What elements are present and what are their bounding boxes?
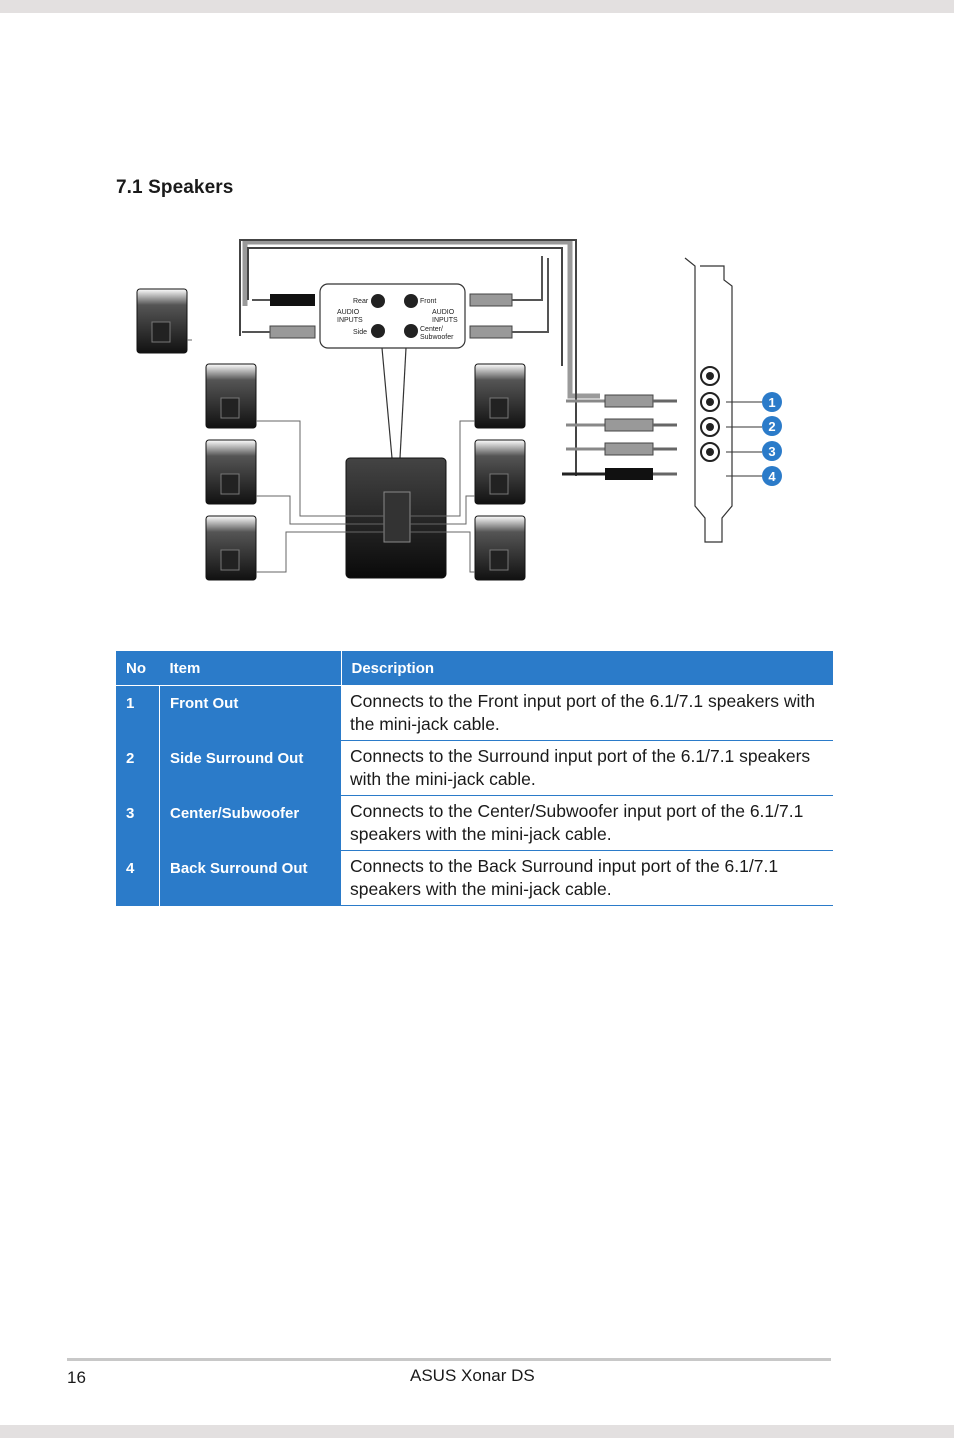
label-subwoofer: Subwoofer bbox=[420, 334, 454, 341]
row-no: 2 bbox=[116, 740, 160, 796]
sound-card-bracket bbox=[684, 257, 733, 543]
speaker-right-3 bbox=[474, 515, 526, 581]
label-rear: Rear bbox=[353, 298, 369, 305]
subwoofer bbox=[345, 457, 447, 579]
row-description: Connects to the Back Surround input port… bbox=[341, 850, 833, 906]
port-description-table: No Item Description 1 Front Out Connects… bbox=[116, 651, 833, 906]
table-row: 1 Front Out Connects to the Front input … bbox=[116, 685, 833, 741]
label-audio-left: AUDIO bbox=[337, 309, 360, 316]
callouts: 1 2 3 4 bbox=[726, 392, 782, 486]
callout-3 bbox=[762, 441, 782, 461]
row-item: Center/Subwoofer bbox=[159, 795, 341, 851]
callout-3-label: 3 bbox=[768, 444, 775, 459]
row-description: Connects to the Surround input port of t… bbox=[341, 740, 833, 796]
label-inputs-right: INPUTS bbox=[432, 317, 458, 324]
callout-1 bbox=[762, 392, 782, 412]
section-title: 7.1 Speakers bbox=[116, 177, 234, 198]
row-description: Connects to the Center/Subwoofer input p… bbox=[341, 795, 833, 851]
top-band bbox=[0, 0, 954, 13]
footer-rule bbox=[67, 1358, 831, 1361]
table-row: 4 Back Surround Out Connects to the Back… bbox=[116, 850, 833, 906]
speaker-left-1 bbox=[205, 363, 257, 429]
header-no: No bbox=[116, 651, 160, 686]
speaker-right-1 bbox=[474, 363, 526, 429]
callout-4-label: 4 bbox=[768, 469, 776, 484]
panel-plugs bbox=[269, 293, 513, 339]
row-no: 1 bbox=[116, 685, 160, 741]
callout-2 bbox=[762, 416, 782, 436]
header-item: Item bbox=[159, 651, 341, 686]
label-audio-right: AUDIO bbox=[432, 309, 455, 316]
table-row: 2 Side Surround Out Connects to the Surr… bbox=[116, 740, 833, 796]
callout-1-label: 1 bbox=[768, 395, 775, 410]
row-item: Front Out bbox=[159, 685, 341, 741]
speaker-left-2 bbox=[205, 439, 257, 505]
row-description: Connects to the Front input port of the … bbox=[341, 685, 833, 741]
row-item: Side Surround Out bbox=[159, 740, 341, 796]
row-no: 4 bbox=[116, 850, 160, 906]
table-row: 3 Center/Subwoofer Connects to the Cente… bbox=[116, 795, 833, 851]
document-name: ASUS Xonar DS bbox=[410, 1366, 535, 1385]
header-description: Description bbox=[340, 651, 833, 686]
page-number: 16 bbox=[67, 1368, 86, 1387]
label-side: Side bbox=[353, 329, 367, 336]
row-no: 3 bbox=[116, 795, 160, 851]
speaker-input-panel: Rear Side Front Center/ Subwoofer AUDIO … bbox=[319, 283, 466, 349]
row-item: Back Surround Out bbox=[159, 850, 341, 906]
callout-2-label: 2 bbox=[768, 419, 775, 434]
bottom-band bbox=[0, 1425, 954, 1438]
speaker-right-2 bbox=[474, 439, 526, 505]
label-inputs-left: INPUTS bbox=[337, 317, 363, 324]
callout-4 bbox=[762, 466, 782, 486]
speaker-front-left bbox=[136, 288, 188, 354]
speaker-left-3 bbox=[205, 515, 257, 581]
speaker-connection-diagram: Rear Side Front Center/ Subwoofer AUDIO … bbox=[136, 239, 782, 581]
main-cable-bundle bbox=[242, 239, 600, 399]
table-header-row: No Item Description bbox=[116, 651, 833, 686]
label-front: Front bbox=[420, 298, 436, 305]
label-center: Center/ bbox=[420, 326, 443, 333]
minijack-cables bbox=[562, 394, 677, 480]
